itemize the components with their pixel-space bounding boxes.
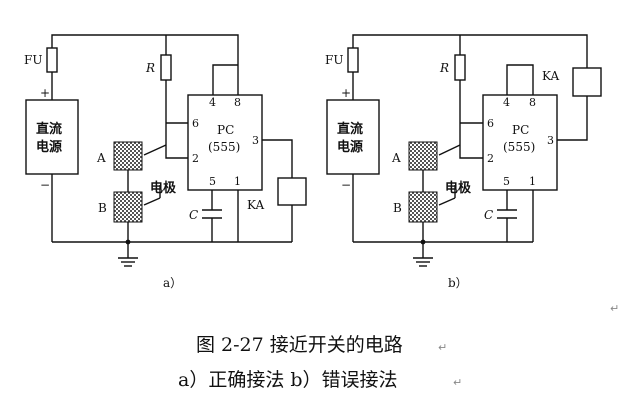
panel-a-fuse <box>46 47 58 73</box>
panel-a-wires <box>51 34 293 258</box>
panel-a-pin-4: 4 <box>209 96 216 109</box>
panel-a-plate-b-label: B <box>98 201 107 215</box>
panel-a-pin-3: 3 <box>252 134 259 147</box>
panel-b-supply-line2: 电源 <box>337 139 363 155</box>
figure-caption-title: 图 2-27 接近开关的电路 <box>196 334 403 356</box>
panel-a-electrode-plate-b <box>113 191 143 223</box>
panel-b-ic-part: (555) <box>503 140 535 154</box>
panel-a-ic-part: (555) <box>208 140 240 154</box>
panel-a-sub-label: a） <box>163 276 182 290</box>
panel-a-relay-coil <box>277 177 307 206</box>
panel-a-ic-name: PC <box>217 123 234 137</box>
panel-a-electrode-plate-a <box>113 141 143 171</box>
panel-a-plus-sign: + <box>40 86 50 100</box>
panel-b-plate-a-label: A <box>391 151 401 165</box>
panel-a-electrode-label: 电极 <box>150 180 177 196</box>
panel-a-relay-label: KA <box>247 198 264 212</box>
panel-a-pin-5: 5 <box>209 175 216 188</box>
panel-a-plate-a-label: A <box>96 151 106 165</box>
paragraph-mark-icon: ↵ <box>610 302 619 315</box>
panel-a-ic-555 <box>187 94 263 191</box>
panel-b-pin-8: 8 <box>529 96 536 109</box>
paragraph-mark-icon: ↵ <box>453 376 462 389</box>
figure-caption-subtitle: a）正确接法 b）错误接法 <box>178 369 398 391</box>
panel-b-pin-1: 1 <box>529 175 536 188</box>
panel-b-relay-coil <box>572 67 602 97</box>
panel-a-capacitor-label: C <box>189 208 198 222</box>
panel-a-fuse-label: FU <box>24 53 42 67</box>
panel-a-supply-line1: 直流 <box>36 121 62 137</box>
panel-b-ic-555 <box>482 94 558 191</box>
panel-b-electrode-plate-a <box>408 141 438 171</box>
panel-b-capacitor-label: C <box>484 208 493 222</box>
panel-b-resistor-label: R <box>439 61 449 75</box>
panel-b-supply-line1: 直流 <box>337 121 363 137</box>
panel-b-pin-4: 4 <box>503 96 510 109</box>
panel-b-pin-5: 5 <box>503 175 510 188</box>
panel-b-electrode-plate-b <box>408 191 438 223</box>
panel-b-plus-sign: + <box>341 86 351 100</box>
paragraph-mark-icon: ↵ <box>438 341 447 354</box>
panel-a-pin-8: 8 <box>234 96 241 109</box>
panel-b-power-supply <box>326 99 380 175</box>
panel-b-fuse <box>347 47 359 73</box>
panel-b-electrode-label: 电极 <box>445 180 472 196</box>
panel-a-supply-line2: 电源 <box>36 139 62 155</box>
panel-b-ic-name: PC <box>512 123 529 137</box>
panel-b-minus-sign: − <box>341 178 351 192</box>
panel-b-relay-label: KA <box>542 69 559 83</box>
panel-b-pin-3: 3 <box>547 134 554 147</box>
panel-a-power-supply <box>25 99 79 175</box>
panel-b-pin-2: 2 <box>487 152 494 165</box>
panel-a-resistor-label: R <box>145 61 155 75</box>
panel-b-ground-symbol <box>413 239 433 267</box>
panel-b-wrong-wiring: FU 直流 电源 + − R PC (555) 4 8 6 2 3 5 1 A … <box>325 34 602 290</box>
panel-a-correct-wiring: FU 直流 电源 + − R PC (555) 4 8 6 2 3 5 1 A … <box>24 34 307 290</box>
panel-a-pin-1: 1 <box>234 175 241 188</box>
panel-a-resistor <box>160 54 172 81</box>
panel-a-minus-sign: − <box>40 178 50 192</box>
panel-b-fuse-label: FU <box>325 53 343 67</box>
panel-a-pin-6: 6 <box>192 117 199 130</box>
panel-b-plate-b-label: B <box>393 201 402 215</box>
panel-a-pin-2: 2 <box>192 152 199 165</box>
panel-b-pin-6: 6 <box>487 117 494 130</box>
panel-b-sub-label: b） <box>448 276 468 290</box>
panel-a-ground-symbol <box>118 239 138 267</box>
panel-b-resistor <box>454 54 466 81</box>
